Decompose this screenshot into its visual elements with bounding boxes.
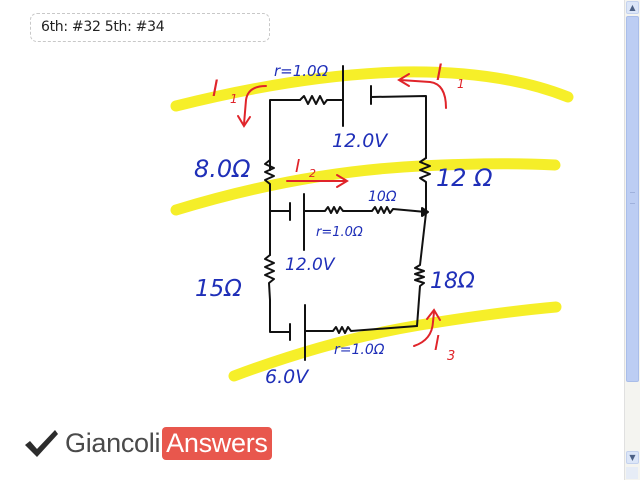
current-i3-sub: 3: [447, 349, 455, 364]
current-i1-right: I: [436, 61, 443, 86]
scroll-grip-icon: [630, 192, 635, 204]
current-i1-right-sub: 1: [457, 77, 465, 91]
arrow-i3: [413, 311, 435, 347]
label-r-top: r=1.0Ω: [274, 62, 329, 80]
component-values: r=1.0Ω 12.0V 8.0Ω 12 Ω 10Ω r=1.0Ω 12.0V …: [194, 62, 493, 388]
label-r-right-bottom: 18Ω: [430, 269, 475, 294]
checkmark-icon: [25, 430, 58, 457]
current-i2-sub: 2: [309, 167, 316, 180]
label-v-mid: 12.0V: [285, 255, 336, 275]
current-arrows: [237, 73, 447, 347]
arrow-i1-right: [399, 79, 447, 109]
label-v-bottom: 6.0V: [265, 366, 310, 388]
current-i1-left: I: [212, 77, 219, 102]
label-r-internal-mid: r=1.0Ω: [316, 225, 363, 240]
current-annotations: I 1 I 1 I 2 I 3: [212, 61, 465, 364]
highlighter-strokes: [170, 66, 574, 382]
current-i1-left-sub: 1: [230, 92, 238, 106]
label-r-left-bottom: 15Ω: [195, 276, 242, 302]
current-i2: I: [295, 156, 300, 177]
logo-badge-text: Answers: [162, 426, 272, 460]
label-r-mid: 10Ω: [368, 189, 397, 205]
scroll-up-button[interactable]: ▲: [626, 1, 639, 14]
scroll-thumb[interactable]: [626, 16, 639, 382]
giancoli-answers-logo: Giancoli Answers: [22, 424, 272, 462]
circuit-drawing: r=1.0Ω 12.0V 8.0Ω 12 Ω 10Ω r=1.0Ω 12.0V …: [170, 61, 574, 388]
current-i3: I: [434, 331, 440, 355]
circuit-wires: [264, 65, 431, 361]
vertical-scrollbar[interactable]: ▲ ▼: [624, 0, 640, 480]
label-v-top: 12.0V: [332, 130, 389, 152]
label-r-left-top: 8.0Ω: [194, 155, 251, 183]
resize-corner[interactable]: [626, 467, 638, 479]
question-reference-label: 6th: #32 5th: #34: [41, 19, 165, 35]
arrow-i1-left: [243, 85, 267, 125]
logo-brand-text: Giancoli: [65, 427, 161, 458]
scroll-down-button[interactable]: ▼: [626, 451, 639, 464]
label-r-internal-bottom: r=1.0Ω: [334, 342, 385, 358]
label-r-right-top: 12 Ω: [436, 164, 493, 192]
question-reference-box: 6th: #32 5th: #34: [30, 13, 270, 42]
whiteboard-canvas: r=1.0Ω 12.0V 8.0Ω 12 Ω 10Ω r=1.0Ω 12.0V …: [170, 61, 574, 388]
